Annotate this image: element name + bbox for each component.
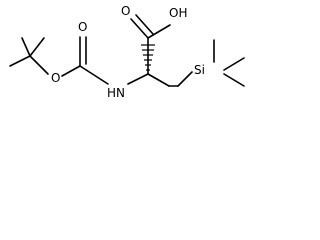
bond-si-methyl-right-bottom	[223, 73, 245, 87]
structure-canvas: OH O O O HN Si	[0, 0, 284, 108]
atom-label-silicon: Si	[194, 63, 205, 77]
bond-carboxyl-oh	[147, 24, 171, 39]
bond-nh-alpha-c	[127, 73, 149, 85]
atom-label-amine: HN	[107, 86, 125, 100]
bond-tbu-c-methyl-top-left	[21, 37, 31, 57]
bond-si-methyl-right-top	[223, 57, 245, 71]
bond-carbamate-c-nh	[79, 65, 109, 85]
atom-label-boc-carbonyl-o: O	[78, 20, 87, 34]
atom-label-carboxyl-oh: OH	[169, 6, 187, 20]
bond-carboxyl-carbonyl-1	[130, 18, 149, 39]
atom-label-carboxyl-o: O	[121, 4, 130, 18]
bond-tbu-c-ester-o	[29, 55, 49, 75]
bond-tbu-c-methyl-top-right	[29, 37, 45, 57]
bond-ester-o-carbamate-c	[61, 65, 81, 77]
bond-carboxyl-carbonyl-2	[135, 14, 154, 35]
stereo-hash-bond	[141, 44, 155, 71]
bond-tbu-c-methyl-left	[9, 55, 31, 67]
chemical-structure-diagram: OH O O O HN Si	[9, 4, 245, 100]
bond-ch2-si-b	[177, 71, 193, 87]
bond-alpha-c-ch2	[147, 73, 170, 87]
atom-label-ester-o: O	[51, 71, 60, 85]
